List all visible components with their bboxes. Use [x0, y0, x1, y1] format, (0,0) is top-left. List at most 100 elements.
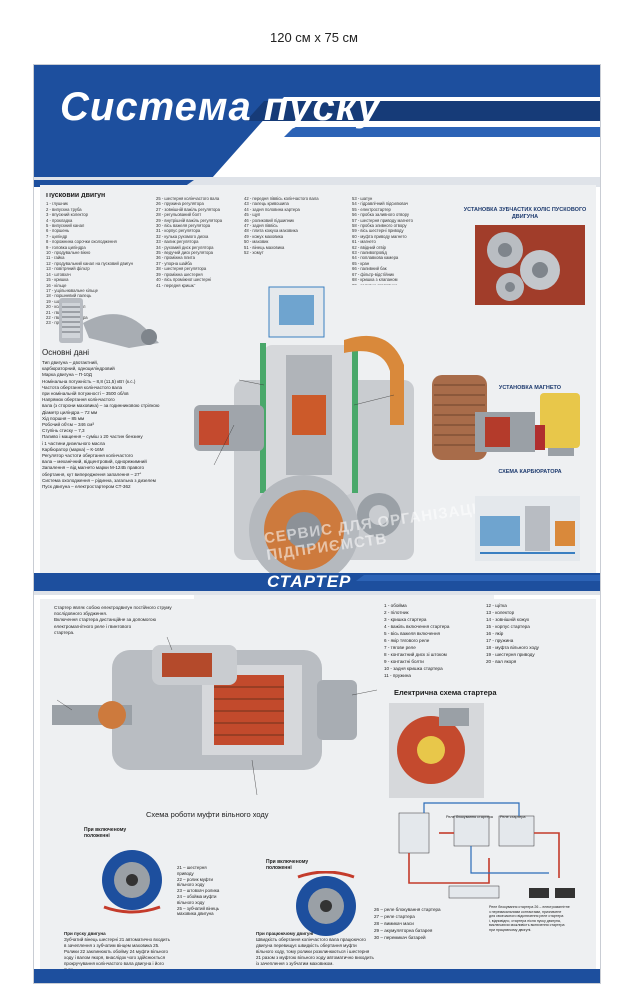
starter-legend-item: 11 - пружина — [384, 673, 411, 678]
engine-legend-item: 52 - хомут — [244, 250, 264, 256]
engine-legend-item: 27 - зовнішній важіль регулятора — [156, 206, 220, 212]
side-panel: УСТАНОВКА ЗУБЧАСТИХ КОЛІС ПУСКОВОГО ДВИГ… — [460, 207, 590, 582]
starter-legend-item: 18 - муфта вільного ходу — [486, 645, 539, 650]
engine-legend-item: 36 - проміжна плита — [156, 255, 195, 261]
engine-legend-item: 33 - валик регулятора — [156, 239, 199, 245]
starter-legend-item: 1 - обойма — [384, 603, 407, 608]
engine-data-line: Напрямок обертання колінчастого — [42, 397, 115, 403]
relay-starter-label: Реле стартера — [500, 815, 526, 819]
engine-legend-item: 50 - маховик — [244, 239, 269, 245]
engine-legend-item: 67 - фільтр-відстійник — [352, 271, 395, 277]
starter-legend-item: 15 - корпус стартера — [486, 624, 530, 629]
relay-note-line: і, відповідно, стартера після пуску двиг… — [489, 918, 561, 923]
engine-data-line: Регулятор частоти обертання колінчастого — [42, 453, 133, 459]
relay-note-line: при працюючому двигуні. — [489, 927, 532, 932]
clutch-legend-item: маховика двигуна — [177, 911, 214, 917]
starter-legend-item: 20 - вал якоря — [486, 659, 517, 664]
engine-legend-item: 14 - штовхач — [46, 271, 71, 277]
engine-legend-item: 48 - плита кожуха маховика — [244, 228, 298, 234]
engine-data-line: Номінальна потужність – 8,8 (11,5) кВт (… — [42, 378, 136, 384]
engine-heading: Пусковий двигун — [46, 193, 106, 199]
engine-legend-item: 11 - гайка — [46, 255, 65, 261]
engine-legend-item: 21 - гвинт — [46, 309, 65, 315]
clutch-legend-item: 23 – штовхач ролика — [177, 888, 220, 894]
engine-legend-item: 30 - вісь важеля регулятора — [156, 223, 211, 229]
engine-legend-item: 16 - кільце — [46, 282, 67, 288]
starter-intro: Стартер являє собою електродвигун постій… — [54, 605, 239, 636]
data-title: Основні дані — [42, 348, 90, 357]
engine-legend-item: 15 - кришка — [46, 277, 69, 283]
electric-scheme — [379, 698, 589, 903]
engine-legend-item: 49 - кожух маховика — [244, 233, 284, 239]
engine-data-line: і 1 частини дизельного масла — [42, 440, 105, 446]
engine-legend-item: 51 - вінець маховика — [244, 244, 285, 250]
engine-legend-item: 7 - циліндр — [46, 233, 68, 239]
relay-note-line: для своєчасного відключення реле стартер… — [489, 914, 564, 919]
engine-legend-item: 37 - упорна шайба — [156, 260, 192, 266]
starter-legend-item: 14 - зовнішній кожух — [486, 617, 530, 622]
engine-legend-item: 57 - шестерня приводу магнето — [352, 217, 413, 223]
size-label: 120 см х 75 см — [270, 30, 358, 45]
engine-data-line: Карбюратор (марка) – К-16М — [42, 446, 104, 452]
engine-legend-item: 61 - магнето — [352, 239, 376, 245]
clutch-legend-item: 24 – обойма муфти — [177, 893, 217, 899]
engine-legend-item: 55 - електростартер — [352, 206, 391, 212]
engine-legend-item: 5 - випускний канал — [46, 223, 85, 229]
clutch-free-illustration — [296, 871, 356, 936]
clutch-legend-item: вільного ходу — [177, 882, 205, 888]
relay-legend-item: 28 – вимикач маси — [374, 921, 414, 926]
para-line: Ролики 22 заклинюють обойму 24 муфти віл… — [64, 949, 169, 954]
engine-data-line: Тип двигуна – двотактний, — [42, 360, 99, 365]
para-line: 21 разом з муфтою вільного ходу автомати… — [256, 955, 374, 960]
engine-legend-item: 26 - пружина регулятора — [156, 201, 204, 207]
para-line: із зачеплення з зубчатим маховиком. — [256, 961, 334, 966]
clutch-title: Схема роботи муфти вільного ходу — [146, 810, 269, 819]
caption-magneto: УСТАНОВКА МАГНЕТО — [498, 385, 562, 391]
header-band: Система пуску — [34, 65, 600, 187]
engine-legend-item: 47 - задня піввісь — [244, 223, 278, 229]
engine-legend-item: 31 - корпус регулятора — [156, 228, 201, 234]
engine-legend-item: 45 - щуп — [244, 212, 261, 218]
relay-legend-item: 27 – реле стартера — [374, 914, 415, 919]
engine-legend-item: 28 - регульований болт — [156, 212, 202, 218]
caption-carburetor: СХЕМА КАРБЮРАТОРА — [498, 469, 562, 475]
para-running: При працюючому двигуні Швидкість обертан… — [256, 931, 386, 967]
engine-data-list: Тип двигуна – двотактний,карбюраторний, … — [42, 360, 192, 490]
engine-data-line: Запалення – від магнето марки М-124Б пра… — [42, 465, 145, 471]
engine-data-line: при номінальній потужності – 3500 об/хв — [42, 391, 129, 397]
starter-legend-item: 9 - контактні болти — [384, 659, 424, 664]
engine-legend-item: 29 - внутрішній важіль регулятора — [156, 217, 223, 223]
engine-legend-item: 17 - ущільнювальне кільце — [46, 287, 98, 293]
engine-legend-item: 4 - прокладка — [46, 217, 73, 223]
engine-data-line: Пуск двигуна – електростартером СТ-362 — [42, 484, 131, 490]
caption-gear-set: УСТАНОВКА ЗУБЧАСТИХ КОЛІС ПУСКОВОГО ДВИГ… — [463, 207, 587, 220]
engine-legend-item: 42 - передня піввісь колінчастого вала — [244, 196, 319, 201]
engine-legend-item: 8 - порожнина сорочки охолодження — [46, 239, 117, 245]
engine-legend-item: 38 - шестерня регулятора — [156, 266, 207, 272]
engine-legend-item: 13 - повітряний фільтр — [46, 266, 90, 272]
poster-title: Система пуску — [60, 85, 381, 129]
engine-legend-item: 19 - шатун — [46, 298, 67, 304]
clutch-legend-item: 22 – ролик муфти — [177, 876, 213, 882]
engine-legend-item: 35 - ведучий диск регулятора — [156, 250, 213, 256]
para-line: Зубчатий вінець шестерні 21 автоматично … — [64, 937, 170, 942]
engine-legend-item: 41 - передня кришка — [156, 282, 196, 288]
starter-legend-item: 10 - задня кришка стартера — [384, 666, 443, 671]
engine-data-line: Марка двигуна – П-10Д — [42, 372, 92, 378]
engine-legend-item: 18 - поршневий палець — [46, 293, 92, 299]
clutch-legend-item: 25 – зубчатий вінець — [177, 905, 220, 911]
engine-data-line: Робочий об'єм – 346 см³ — [42, 422, 94, 428]
engine-data-line: Ступінь стиску – 7,3 — [42, 428, 85, 434]
engine-legend-item: 10 - продувальне вікно — [46, 250, 91, 256]
para-line: прокручування колінчастого вала двигуна … — [64, 961, 164, 966]
starter-legend-item: 16 - якір — [486, 631, 504, 636]
engine-legend-item: 43 - палець кривошипа — [244, 201, 289, 207]
starter-legend-item: 17 - пружина — [486, 638, 514, 643]
intro-line: електромагнітного реле і гвинтового — [54, 623, 132, 629]
engine-data-line: обертання, кут випередження запалення – … — [42, 471, 142, 477]
starter-band-graphic — [34, 573, 600, 595]
intro-line: Стартер являє собою електродвигун постій… — [54, 605, 172, 610]
